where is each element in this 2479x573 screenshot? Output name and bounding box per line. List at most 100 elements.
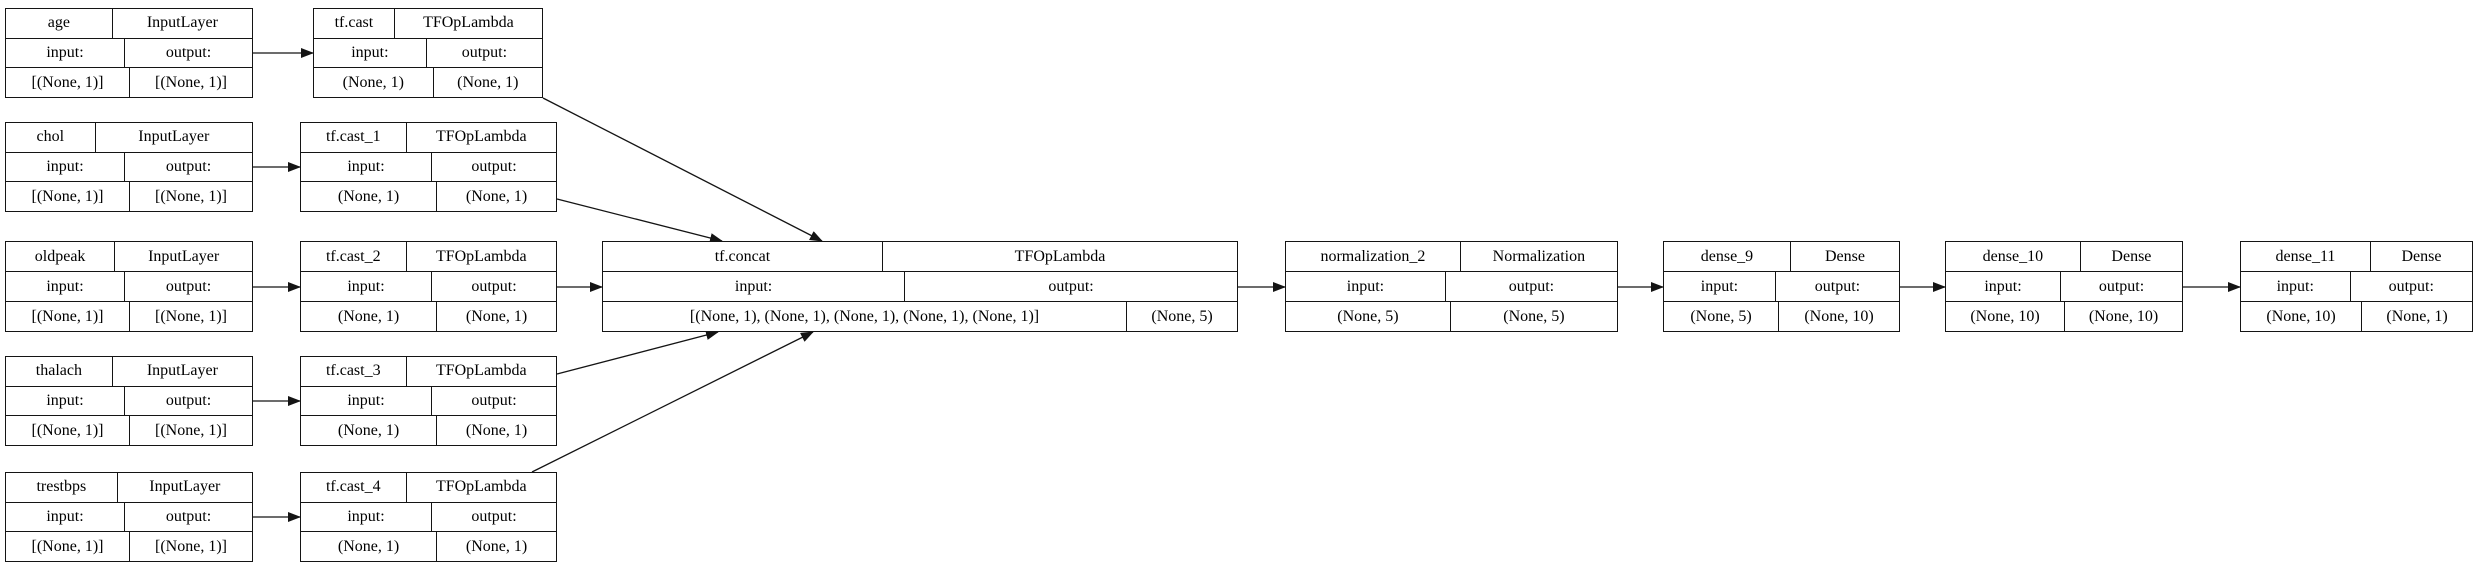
layer-title-row: oldpeak InputLayer bbox=[6, 242, 252, 271]
layer-title-row: tf.cast_3 TFOpLambda bbox=[301, 357, 556, 386]
layer-class: Dense bbox=[2079, 242, 2182, 271]
layer-io-row: input:output: bbox=[6, 151, 252, 182]
layer-class: TFOpLambda bbox=[881, 242, 1237, 271]
input-label: input: bbox=[347, 158, 385, 175]
output-shape: (None, 10) bbox=[1777, 302, 1899, 331]
output-shape: (None, 1) bbox=[436, 416, 556, 446]
layer-class: InputLayer bbox=[111, 357, 252, 386]
input-shape: (None, 5) bbox=[1690, 307, 1752, 325]
layer-shape-row: (None, 10) (None, 1) bbox=[2241, 301, 2472, 331]
output-label: output: bbox=[1774, 272, 1899, 301]
layer-name: age bbox=[47, 14, 70, 32]
layer-title-row: age InputLayer bbox=[6, 9, 252, 38]
layer-shape-row: (None, 10) (None, 10) bbox=[1946, 301, 2182, 331]
input-shape: (None, 5) bbox=[1337, 307, 1399, 325]
layer-class: Normalization bbox=[1459, 242, 1617, 271]
input-shape: (None, 10) bbox=[2266, 307, 2336, 325]
layer-name: tf.cast_2 bbox=[325, 247, 381, 265]
input-shape: [(None, 1)] bbox=[31, 187, 104, 205]
layer-io-row: input:output: bbox=[1286, 271, 1617, 301]
output-shape: (None, 1) bbox=[2361, 302, 2472, 331]
output-label: output: bbox=[904, 272, 1237, 301]
output-label: output: bbox=[124, 38, 252, 68]
layer-name: dense_11 bbox=[2275, 247, 2336, 265]
input-label: input: bbox=[46, 392, 84, 409]
layer-name: dense_9 bbox=[1700, 247, 1754, 265]
output-label: output: bbox=[431, 272, 556, 301]
layer-io-row: input:output: bbox=[1664, 271, 1899, 301]
layer-io-row: input: output: bbox=[1946, 271, 2182, 301]
output-label: output: bbox=[2059, 272, 2182, 301]
output-shape: [(None, 1)] bbox=[129, 68, 252, 98]
edge-tf-cast-to-tf-concat bbox=[542, 97, 823, 242]
layer-shape-row: (None, 1)(None, 1) bbox=[314, 67, 542, 98]
layer-title-row: dense_11 Dense bbox=[2241, 242, 2472, 271]
input-label: input: bbox=[734, 277, 773, 295]
layer-class: TFOpLambda bbox=[405, 357, 556, 386]
layer-io-row: input: output: bbox=[603, 271, 1237, 301]
edge-tf-cast-4-to-tf-concat bbox=[531, 331, 814, 473]
layer-shape-row: (None, 1)(None, 1) bbox=[301, 181, 556, 212]
layer-name: chol bbox=[36, 128, 65, 146]
input-shape: (None, 10) bbox=[1970, 307, 2040, 325]
input-shape: [(None, 1)] bbox=[31, 537, 104, 555]
edge-tf-cast-1-to-tf-concat bbox=[556, 198, 723, 243]
input-shape: [(None, 1), (None, 1), (None, 1), (None,… bbox=[689, 307, 1040, 325]
output-label: output: bbox=[124, 386, 252, 416]
input-label: input: bbox=[1346, 277, 1385, 295]
layer-title-row: tf.cast_2 TFOpLambda bbox=[301, 242, 556, 271]
layer-class: TFOpLambda bbox=[405, 242, 556, 271]
input-label: input: bbox=[2276, 277, 2314, 295]
layer-class: TFOpLambda bbox=[393, 9, 542, 38]
layer-shape-row: [(None, 1)] [(None, 1)] bbox=[6, 181, 252, 212]
layer-shape-row: [(None, 1)][(None, 1)] bbox=[6, 415, 252, 446]
layer-io-row: input: output: bbox=[6, 385, 252, 416]
layer-title-row: tf.cast TFOpLambda bbox=[314, 9, 542, 38]
output-shape: (None, 5) bbox=[1449, 302, 1617, 331]
layer-name: tf.cast_3 bbox=[325, 362, 381, 380]
layer-class: InputLayer bbox=[111, 9, 252, 38]
layer-name: tf.cast_4 bbox=[325, 478, 381, 496]
layer-name: tf.cast_1 bbox=[325, 128, 381, 146]
output-shape: (None, 10) bbox=[2064, 302, 2182, 331]
layer-io-row: input: output: bbox=[314, 37, 542, 68]
input-label: input: bbox=[1984, 277, 2022, 295]
input-label: input: bbox=[347, 508, 385, 525]
layer-io-row: input:output: bbox=[301, 501, 556, 532]
layer-shape-row: (None, 1)(None, 1) bbox=[301, 415, 556, 446]
layer-class: Dense bbox=[1789, 242, 1899, 271]
layer-name: normalization_2 bbox=[1320, 247, 1426, 265]
layer-name: oldpeak bbox=[34, 247, 86, 265]
layer-shape-row: (None, 5) (None, 10) bbox=[1664, 301, 1899, 331]
input-label: input: bbox=[351, 44, 389, 61]
output-label: output: bbox=[124, 272, 252, 301]
input-shape: (None, 1) bbox=[337, 307, 400, 325]
layer-class: InputLayer bbox=[114, 242, 252, 271]
input-label: input: bbox=[347, 277, 385, 295]
layer-shape-row: (None, 1)(None, 1) bbox=[301, 531, 556, 562]
layer-io-row: input:output: bbox=[6, 501, 252, 532]
layer-shape-row: (None, 1)(None, 1) bbox=[301, 301, 556, 331]
output-shape: [(None, 1)] bbox=[129, 302, 252, 331]
layer-name: tf.cast bbox=[334, 14, 374, 32]
output-label: output: bbox=[425, 38, 542, 68]
layer-class: InputLayer bbox=[116, 473, 252, 502]
layer-class: Dense bbox=[2369, 242, 2472, 271]
output-shape: [(None, 1)] bbox=[129, 182, 252, 212]
